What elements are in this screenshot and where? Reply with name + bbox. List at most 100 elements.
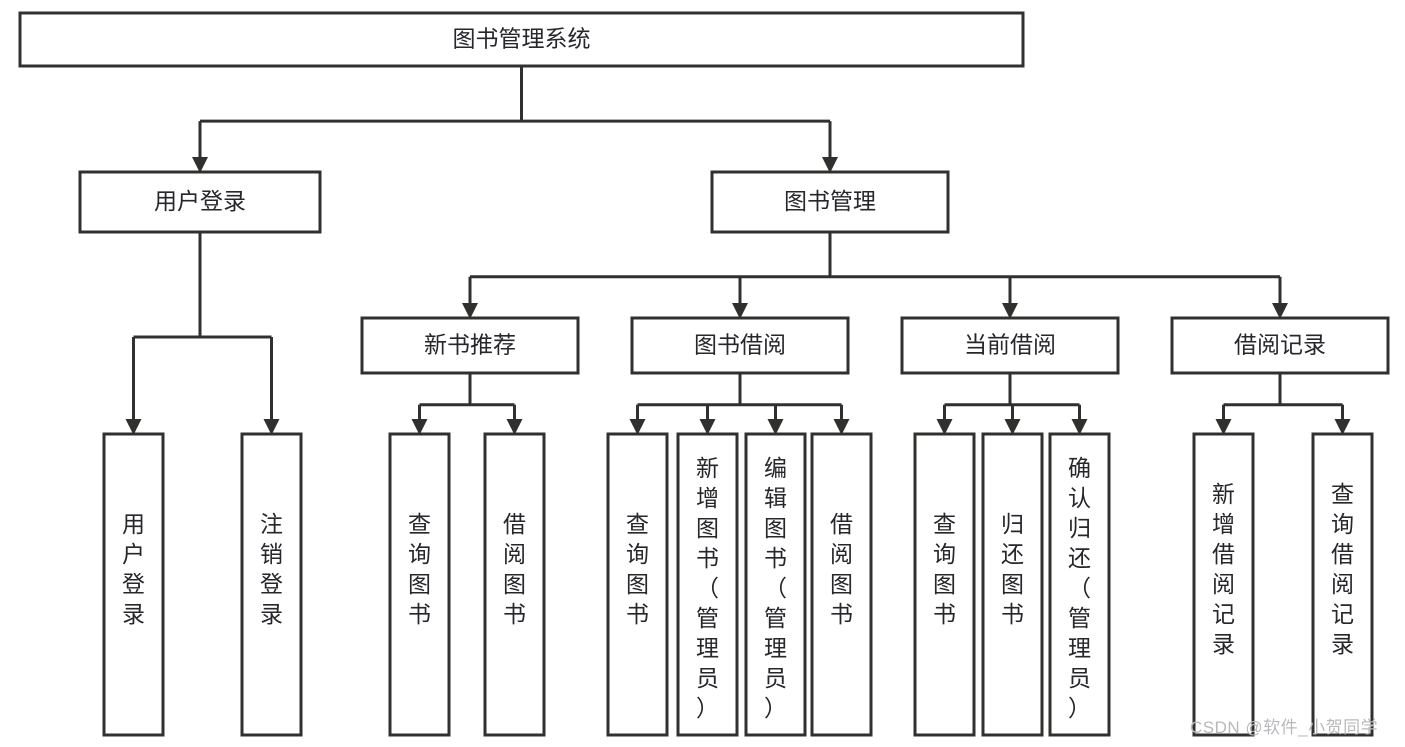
node-box <box>1311 432 1374 737</box>
svg-text:（: （ <box>764 575 787 601</box>
arrow-head-icon <box>1071 419 1088 435</box>
connector-group-current <box>936 373 1088 435</box>
node-root[interactable]: 图书管理系统 <box>18 11 1025 68</box>
svg-text:登: 登 <box>260 571 283 597</box>
svg-text:阅: 阅 <box>503 541 526 567</box>
svg-text:查: 查 <box>933 511 956 537</box>
svg-text:员: 员 <box>764 665 787 691</box>
svg-text:管: 管 <box>1068 605 1091 631</box>
arrow-head-icon <box>1272 303 1288 319</box>
svg-text:图: 图 <box>1001 571 1024 597</box>
node-login[interactable]: 用户登录 <box>78 170 322 234</box>
arrow-head-icon <box>822 157 838 173</box>
svg-text:员: 员 <box>696 665 719 691</box>
arrow-head-icon <box>629 419 646 435</box>
connector-layer <box>125 66 1351 435</box>
svg-text:查: 查 <box>408 511 431 537</box>
svg-text:录: 录 <box>260 601 283 627</box>
arrow-head-icon <box>462 303 478 319</box>
connector-group-bookmgmt <box>462 232 1288 319</box>
svg-text:户: 户 <box>122 541 145 567</box>
svg-text:书: 书 <box>933 601 956 627</box>
svg-text:借: 借 <box>503 511 526 537</box>
svg-text:归: 归 <box>1068 515 1091 541</box>
svg-text:查: 查 <box>626 511 649 537</box>
svg-text:图: 图 <box>830 571 853 597</box>
svg-text:询: 询 <box>1331 511 1354 537</box>
node-current[interactable]: 当前借阅 <box>900 316 1120 375</box>
svg-text:增: 增 <box>696 485 719 511</box>
node-label: 图书管理 <box>784 188 876 214</box>
svg-text:询: 询 <box>626 541 649 567</box>
svg-text:书: 书 <box>503 601 526 627</box>
node-box <box>981 432 1044 737</box>
svg-text:确: 确 <box>1068 455 1091 481</box>
svg-text:用: 用 <box>122 511 145 537</box>
node-newbook[interactable]: 新书推荐 <box>360 316 580 375</box>
node-box <box>1192 432 1255 737</box>
node-bookmgmt[interactable]: 图书管理 <box>710 170 950 234</box>
node-leaf-user-login[interactable]: 用户登录 <box>102 432 165 737</box>
node-box <box>1170 316 1390 375</box>
svg-text:）: ） <box>696 695 719 721</box>
arrow-head-icon <box>732 303 748 319</box>
node-label: 用户登录 <box>154 188 246 214</box>
svg-text:图: 图 <box>408 571 431 597</box>
arrow-head-icon <box>1215 419 1232 435</box>
node-box <box>900 316 1120 375</box>
svg-text:询: 询 <box>408 541 431 567</box>
node-borrow[interactable]: 图书借阅 <box>630 316 850 375</box>
node-label: 借阅记录 <box>1234 332 1326 358</box>
svg-text:理: 理 <box>696 635 719 661</box>
svg-text:登: 登 <box>122 571 145 597</box>
svg-text:查: 查 <box>1331 481 1354 507</box>
svg-text:（: （ <box>1068 575 1091 601</box>
svg-text:借: 借 <box>830 511 853 537</box>
svg-text:注: 注 <box>260 511 283 537</box>
svg-text:员: 员 <box>1068 665 1091 691</box>
svg-text:阅: 阅 <box>1331 571 1354 597</box>
svg-text:编: 编 <box>764 455 787 481</box>
svg-text:书: 书 <box>696 545 719 571</box>
node-box <box>78 170 322 234</box>
svg-text:记: 记 <box>1212 601 1235 627</box>
svg-text:销: 销 <box>260 541 283 567</box>
arrow-head-icon <box>833 419 850 435</box>
node-label: 图书借阅 <box>694 332 786 358</box>
svg-text:）: ） <box>764 695 787 721</box>
connector-group-root <box>192 66 838 173</box>
svg-text:管: 管 <box>764 605 787 631</box>
svg-text:阅: 阅 <box>830 541 853 567</box>
svg-text:（: （ <box>696 575 719 601</box>
svg-text:书: 书 <box>1001 601 1024 627</box>
node-label: 用户登录 <box>122 511 145 627</box>
connector-group-newbook <box>411 373 523 435</box>
node-box <box>360 316 580 375</box>
node-box <box>744 432 807 737</box>
svg-text:新: 新 <box>696 455 719 481</box>
arrow-head-icon <box>411 419 428 435</box>
node-record[interactable]: 借阅记录 <box>1170 316 1390 375</box>
node-layer: 图书管理系统用户登录图书管理新书推荐图书借阅当前借阅借阅记录用户登录注销登录查询… <box>18 11 1390 737</box>
node-box <box>18 11 1025 68</box>
